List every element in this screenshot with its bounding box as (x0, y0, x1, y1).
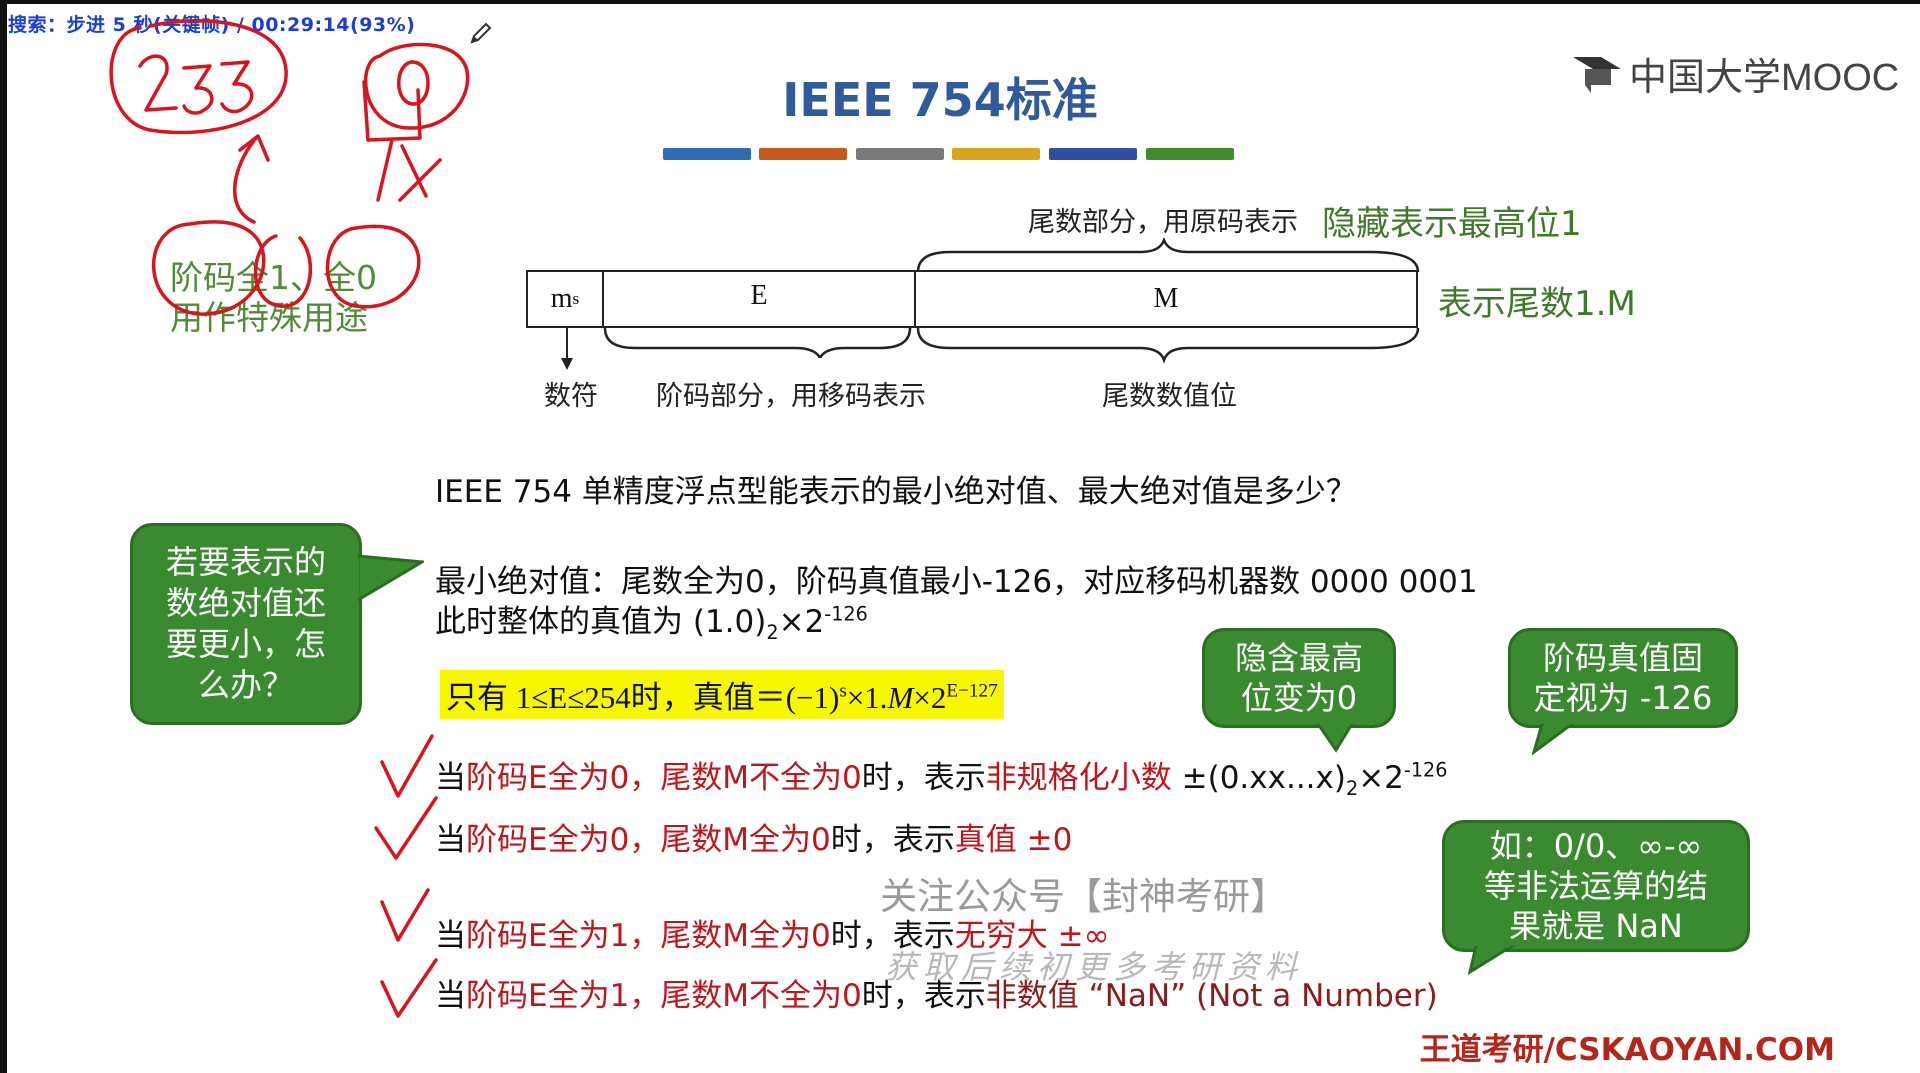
mantissa-box-label: M (1153, 283, 1179, 314)
formula-M: M (887, 680, 914, 715)
case2-condition: 阶码E全为0，尾数M全为0 (466, 822, 831, 858)
callout-smaller-line2: 数绝对值还 (165, 584, 326, 622)
mooc-logo: 中国大学MOOC (1571, 46, 1899, 101)
case1-mid: 时，表示 (861, 760, 986, 796)
case2-mid: 时，表示 (830, 822, 955, 858)
color-bar-6 (1146, 148, 1234, 160)
callout-exp-line2: 定视为 -126 (1533, 679, 1713, 717)
mooc-logo-icon (1573, 56, 1621, 93)
sign-arrow (561, 328, 573, 370)
sign-label: 数符 (544, 381, 598, 412)
case4-mid: 时，表示 (861, 978, 986, 1014)
mantissa-box: M (914, 270, 1418, 328)
mooc-logo-text: 中国大学MOOC (1629, 57, 1900, 99)
player-seek-status: 搜索：步进 5 秒(关键帧) / 00:29:14(93%) (8, 14, 416, 36)
watermark-wechat: 关注公众号【封神考研】 (880, 875, 1287, 918)
callout-hidden-line2: 位变为0 (1240, 679, 1358, 717)
callout-smaller-tail (358, 554, 424, 602)
callout-exponent-fixed: 阶码真值固定视为 -126 (1508, 628, 1738, 728)
hidden-bit-label: 隐藏表示最高位1 (1322, 204, 1582, 244)
callout-smaller-line4: 么办？ (197, 666, 294, 704)
case4-prefix: 当 (435, 978, 466, 1014)
exponent-box: E (602, 270, 916, 328)
special-use-line1: 阶码全1、全0 (170, 258, 377, 297)
case4-condition: 阶码E全为1，尾数M不全为0 (466, 978, 862, 1014)
case-infinity: 当阶码E全为1，尾数M全为0时，表示无穷大 ±∞ (435, 910, 1109, 955)
case1-value: ±(0.xx...x) (1171, 760, 1346, 796)
callout-nan-line1: 如：0/0、∞-∞ (1489, 827, 1703, 865)
callout-hidden-tail (1316, 724, 1354, 753)
formula-text-c: ×2 (913, 680, 947, 715)
sign-bit-sub: s (572, 289, 580, 308)
min-abs-times: ×2 (778, 604, 825, 640)
question-text: IEEE 754 单精度浮点型能表示的最小绝对值、最大绝对值是多少？ (435, 474, 1357, 510)
bracket-lines (910, 238, 1420, 364)
case2-prefix: 当 (435, 822, 466, 858)
min-abs-exponent: -126 (824, 602, 868, 626)
special-use-note: 阶码全1、全0 用作特殊用途 (170, 258, 377, 338)
pencil-cursor-icon (470, 22, 492, 44)
case-denormal: 当阶码E全为0，尾数M不全为0时，表示非规格化小数 ±(0.xx...x)2×2… (435, 752, 1448, 801)
min-abs-line1: 最小绝对值：尾数全为0，阶码真值最小-126，对应移码机器数 0000 0001 (435, 564, 1478, 600)
formula-text-a: 只有 1≤E≤254时，真值＝(−1) (446, 680, 840, 715)
case1-prefix: 当 (435, 760, 466, 796)
callout-nan-tail (1467, 946, 1515, 976)
case1-result: 非规格化小数 (985, 760, 1172, 796)
case4-result: 非数值 “NaN” (Not a Number) (985, 978, 1438, 1014)
case1-times: ×2 (1358, 760, 1404, 796)
footer-brand: 王道考研/CSKAOYAN.COM (1419, 1032, 1835, 1068)
color-bar-5 (1049, 148, 1137, 160)
mantissa-top-label: 尾数部分，用原码表示 (1028, 207, 1298, 238)
callout-smaller-line1: 若要表示的 (165, 543, 326, 581)
callout-nan-line2: 等非法运算的结 (1483, 867, 1708, 905)
formula-exp: E−127 (946, 680, 998, 702)
special-use-line2: 用作特殊用途 (170, 298, 368, 337)
case1-condition: 阶码E全为0，尾数M不全为0 (466, 760, 862, 796)
exponent-label: 阶码部分，用移码表示 (656, 381, 926, 412)
case3-prefix: 当 (435, 918, 466, 954)
color-bar-2 (759, 148, 847, 160)
normal-formula: 只有 1≤E≤254时，真值＝(−1)s×1.M×2E−127 (440, 670, 1004, 719)
case3-result: 无穷大 ±∞ (954, 918, 1110, 954)
exponent-bracket (603, 328, 912, 358)
mantissa-1M-label: 表示尾数1.M (1438, 284, 1636, 324)
case1-exp: -126 (1403, 758, 1448, 782)
case1-base: 2 (1345, 777, 1359, 801)
case3-mid: 时，表示 (830, 918, 955, 954)
mantissa-value-label: 尾数数值位 (1102, 381, 1237, 412)
case-zero: 当阶码E全为0，尾数M全为0时，表示真值 ±0 (435, 814, 1072, 859)
callout-nan-example: 如：0/0、∞-∞等非法运算的结果就是 NaN (1442, 820, 1750, 952)
min-abs-line2: 此时整体的真值为 (1.0)2×2-126 (435, 596, 868, 645)
callout-hidden-line1: 隐含最高 (1234, 639, 1363, 677)
formula-text-b: ×1. (846, 680, 888, 715)
callout-smaller-line3: 要更小，怎 (165, 625, 326, 663)
case2-result: 真值 ±0 (954, 822, 1073, 858)
min-abs-value: 此时整体的真值为 (1.0) (435, 604, 767, 640)
callout-hidden-bit: 隐含最高位变为0 (1202, 628, 1396, 728)
formula-sign-exp: s (839, 680, 847, 702)
color-bar-4 (952, 148, 1040, 160)
color-bar-3 (856, 148, 944, 160)
slide-title: IEEE 754标准 (782, 73, 1098, 127)
case-nan: 当阶码E全为1，尾数M不全为0时，表示非数值 “NaN” (Not a Numb… (435, 970, 1438, 1015)
callout-nan-line3: 果就是 NaN (1509, 907, 1683, 945)
exponent-box-label: E (750, 280, 768, 311)
sign-bit-label: m (550, 283, 573, 314)
callout-smaller-values: 若要表示的数绝对值还要更小，怎么办？ (130, 523, 362, 725)
watermark-more: 获取后续初更多考研资料 (885, 948, 1304, 986)
callout-exp-tail (1532, 724, 1575, 756)
color-bar-1 (663, 148, 751, 160)
case3-condition: 阶码E全为1，尾数M全为0 (466, 918, 831, 954)
callout-exp-line1: 阶码真值固 (1542, 639, 1703, 677)
min-abs-base: 2 (766, 621, 779, 645)
